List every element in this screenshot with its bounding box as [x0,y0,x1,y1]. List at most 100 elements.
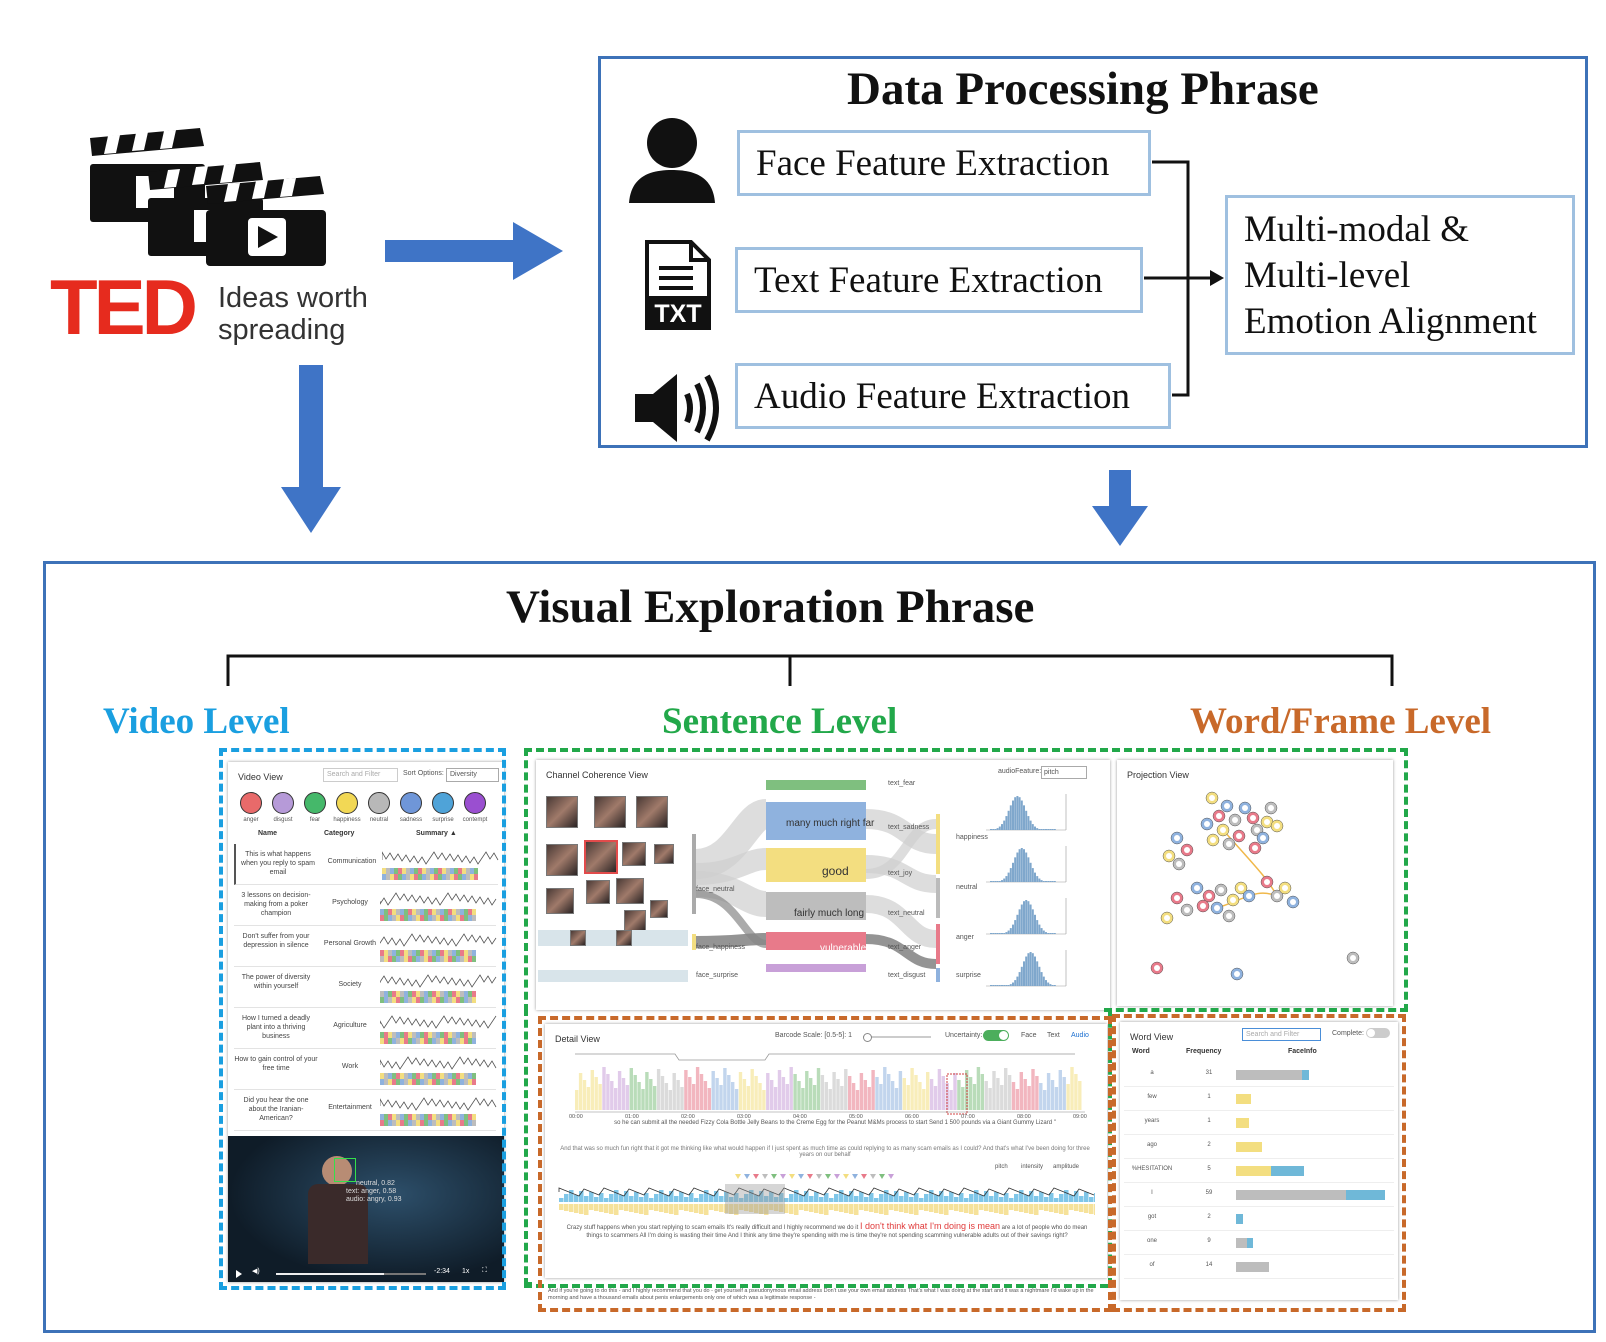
slider-handle[interactable] [863,1033,872,1042]
face-strip-surprise [538,970,688,982]
face-thumbnail[interactable] [636,796,668,828]
audio-feature-select[interactable]: pitch [1041,766,1087,779]
sort-options-select[interactable]: Diversity [446,768,499,782]
face-thumbnail[interactable] [546,844,578,876]
video-progress-fill [276,1273,384,1275]
word-view-title: Word View [1130,1032,1174,1042]
complete-toggle[interactable] [1366,1028,1390,1038]
ted-tagline-2: spreading [218,314,346,346]
word-text: ago [1146,1142,1157,1148]
audio-label-1: happiness [956,834,988,841]
face-thumbnail[interactable] [594,796,626,828]
word-view-panel: Word View Search and Filter Complete: Wo… [1120,1022,1398,1300]
video-row[interactable]: Don't suffer from your depression in sil… [234,926,497,967]
txt-file-icon: TXT [645,240,711,330]
emotion-label: fear [309,817,321,823]
overlay-line-2: text: anger, 0.58 [346,1188,397,1195]
radio-face[interactable]: Face [1021,1032,1037,1039]
video-row[interactable]: 3 lessons on decision-making from a poke… [234,885,497,926]
word-col-frequency[interactable]: Frequency [1186,1048,1222,1055]
col-category[interactable]: Category [324,830,355,837]
left-label-1: face_neutral [696,886,735,893]
word-col-word[interactable]: Word [1132,1048,1150,1055]
sentence-mid: And that was so much fun right that it g… [560,1146,1090,1158]
word-frequency: 2 [1207,1214,1211,1220]
radio-audio[interactable]: Audio [1071,1032,1089,1039]
face-info-bar [1236,1070,1302,1080]
face-thumbnail[interactable] [616,878,644,904]
face-thumbnail-selected[interactable] [584,840,618,874]
face-thumbnail[interactable] [650,900,668,918]
video-category: Communication [327,858,377,865]
radio-text[interactable]: Text [1047,1032,1060,1039]
col-name[interactable]: Name [258,830,278,837]
emotion-surprise-icon[interactable] [432,792,454,814]
barcode-scale-slider[interactable] [863,1033,931,1042]
face-thumbnail[interactable] [586,880,610,904]
audio-label-4: surprise [956,972,981,979]
video-speed[interactable]: 1x [462,1268,470,1275]
face-thumbnail[interactable] [616,930,632,946]
emotion-happiness-icon[interactable] [336,792,358,814]
video-search-input[interactable]: Search and Filter [323,768,398,782]
alignment-line-3: Emotion Alignment [1244,301,1537,342]
ted-tagline-1: Ideas worth [218,282,368,314]
video-row[interactable]: Did you hear the one about the Iranian-A… [234,1090,497,1131]
face-info-bar [1236,1094,1251,1104]
audio-histograms [986,794,1067,987]
emotion-anger-icon[interactable] [240,792,262,814]
video-player[interactable]: neutral, 0.82 text: anger, 0.58 audio: a… [228,1136,504,1282]
word-search-input[interactable]: Search and Filter [1242,1028,1321,1041]
word-frequency: 9 [1207,1238,1211,1244]
col-summary[interactable]: Summary ▲ [416,830,457,837]
word-frequency: 5 [1207,1166,1211,1172]
emotion-neutral-icon[interactable] [368,792,390,814]
video-name: How I turned a deadly plant into a thriv… [241,1015,311,1040]
face-thumbnail[interactable] [546,796,578,828]
video-progress-track[interactable] [276,1273,426,1275]
face-info-bar [1346,1190,1385,1200]
emotion-sadness-icon[interactable] [400,792,422,814]
projection-view-panel: Projection View [1117,760,1393,1006]
word-frame-level-label: Word/Frame Level [1190,701,1492,742]
emotion-disgust-icon[interactable] [272,792,294,814]
face-thumbnail[interactable] [622,842,646,866]
video-row[interactable]: How I turned a deadly plant into a thriv… [234,1008,497,1049]
video-row[interactable]: This is what happens when you reply to s… [234,844,499,885]
word-col-faceinfo[interactable]: FaceInfo [1288,1048,1317,1055]
face-thumbnail[interactable] [546,888,574,914]
time-tick: 01:00 [625,1114,639,1120]
right-label-6: text_disgust [888,972,926,979]
uncertainty-toggle[interactable] [983,1030,1009,1041]
time-tick: 05:00 [849,1114,863,1120]
time-tick: 06:00 [905,1114,919,1120]
emotion-contempt-icon[interactable] [464,792,486,814]
emotion-fear-icon[interactable] [304,792,326,814]
uncertainty-label: Uncertainty: [945,1032,983,1039]
volume-icon[interactable]: ◀) [252,1268,260,1275]
fullscreen-icon[interactable]: ⛶ [482,1267,487,1274]
video-summary-sparkline [380,1097,497,1126]
sentence-highlight[interactable]: I don't think what I'm doing is mean [859,1221,1000,1231]
speaker-body [308,1184,368,1264]
feature-connectors [1144,160,1224,397]
face-thumbnail[interactable] [570,930,586,946]
word-text: years [1144,1118,1160,1124]
face-thumbnail[interactable] [654,844,674,864]
time-tick: 08:00 [1017,1114,1031,1120]
word-text: of [1149,1262,1155,1268]
word-block-2: good [822,864,849,878]
play-icon[interactable] [236,1270,242,1278]
word-text: a [1150,1070,1154,1076]
